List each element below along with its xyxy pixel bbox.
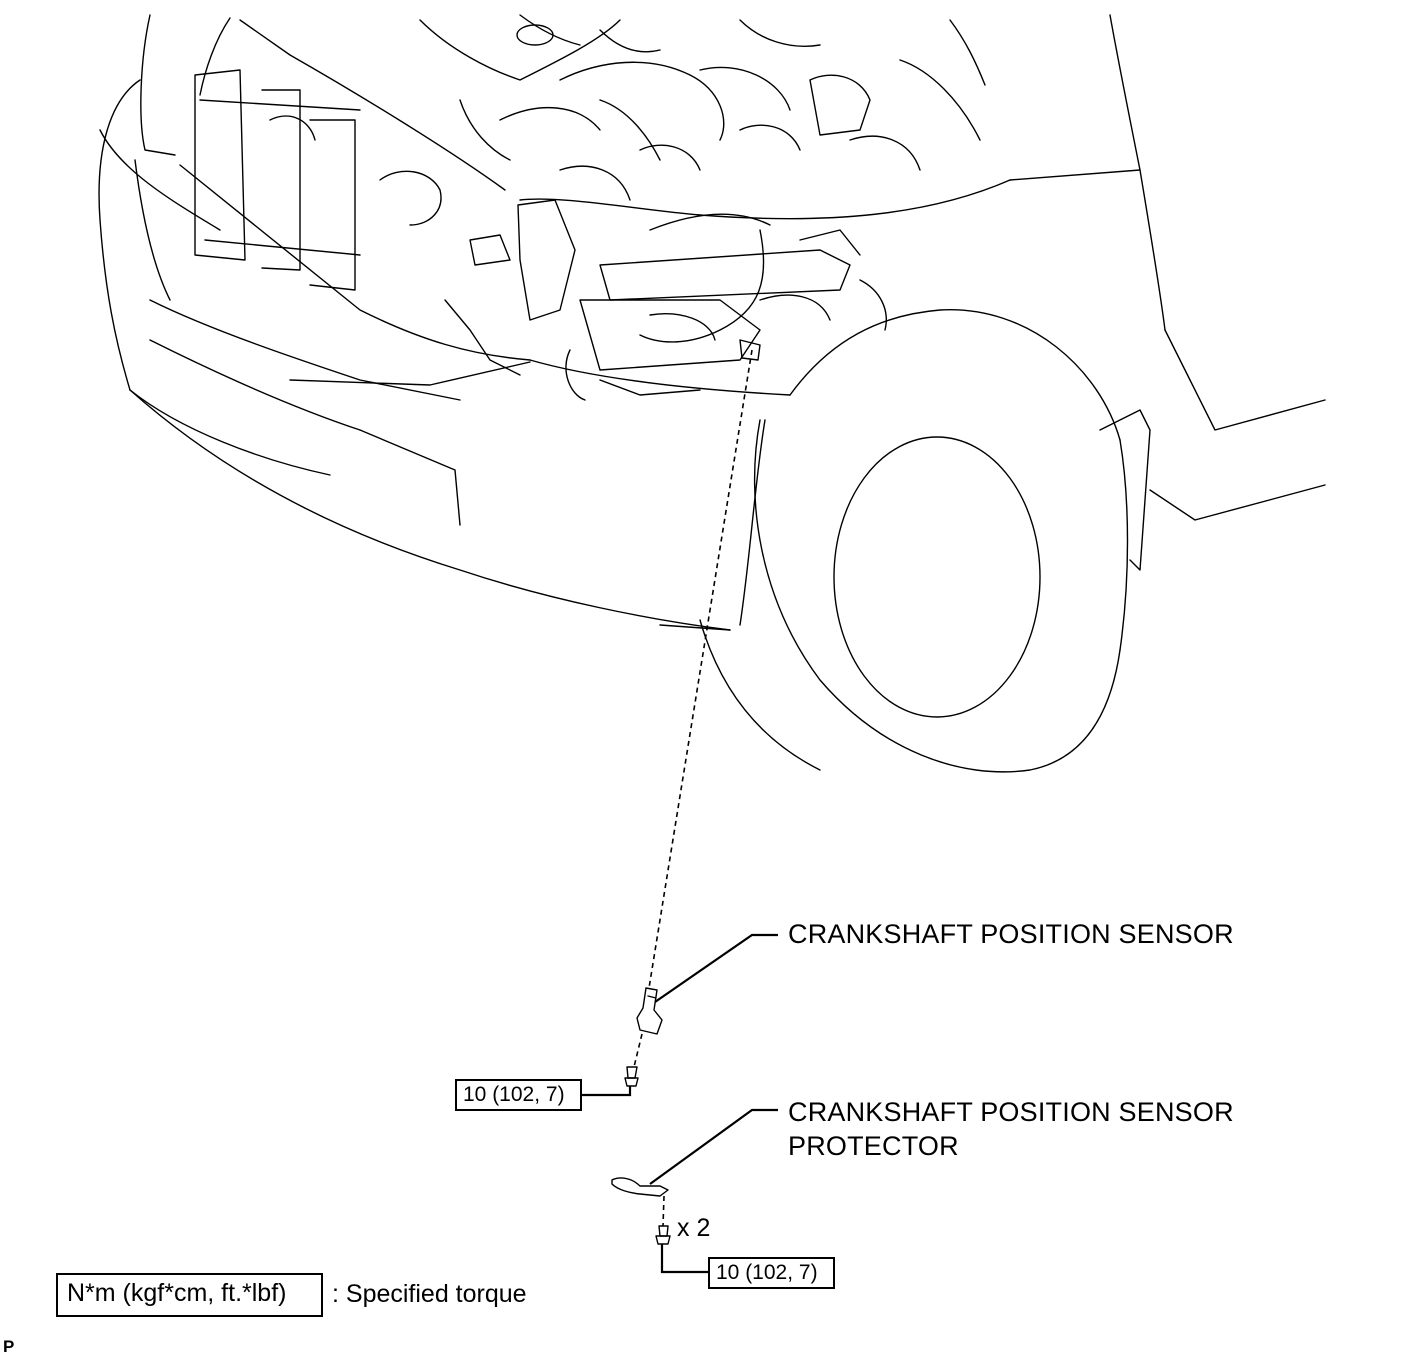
torque-unit-legend-box: N*m (kgf*cm, ft.*lbf) bbox=[56, 1273, 323, 1317]
grille-area bbox=[194, 69, 521, 376]
protector-torque-leader-line bbox=[660, 1244, 710, 1274]
engine-bay bbox=[419, 14, 986, 201]
sensor-dashed-line bbox=[648, 349, 753, 989]
sensor-torque-box: 10 (102, 7) bbox=[455, 1079, 582, 1111]
crankshaft-position-sensor-part bbox=[636, 987, 663, 1035]
protector-part bbox=[611, 1177, 669, 1197]
torque-legend-description: : Specified torque bbox=[332, 1280, 527, 1308]
vehicle-body-outline bbox=[98, 14, 1326, 631]
protector-leader-line bbox=[649, 1108, 778, 1185]
sensor-torque-leader-line bbox=[580, 1086, 632, 1097]
protector-label-line1: CRANKSHAFT POSITION SENSOR bbox=[788, 1097, 1234, 1127]
engine-block bbox=[517, 199, 887, 401]
bolt-dashed-line bbox=[633, 1033, 643, 1068]
protector-torque-box: 10 (102, 7) bbox=[708, 1257, 835, 1289]
protector-label-line2: PROTECTOR bbox=[788, 1131, 959, 1161]
sensor-leader-line bbox=[654, 933, 778, 1003]
sensor-label: CRANKSHAFT POSITION SENSOR bbox=[788, 919, 1234, 949]
protector-dashed-line bbox=[662, 1195, 665, 1227]
protector-bolt-part bbox=[655, 1225, 671, 1245]
front-wheel bbox=[699, 309, 1151, 773]
corner-code: P bbox=[3, 1337, 15, 1356]
sensor-bolt-part bbox=[624, 1066, 639, 1087]
protector-bolt-quantity: x 2 bbox=[677, 1214, 711, 1242]
